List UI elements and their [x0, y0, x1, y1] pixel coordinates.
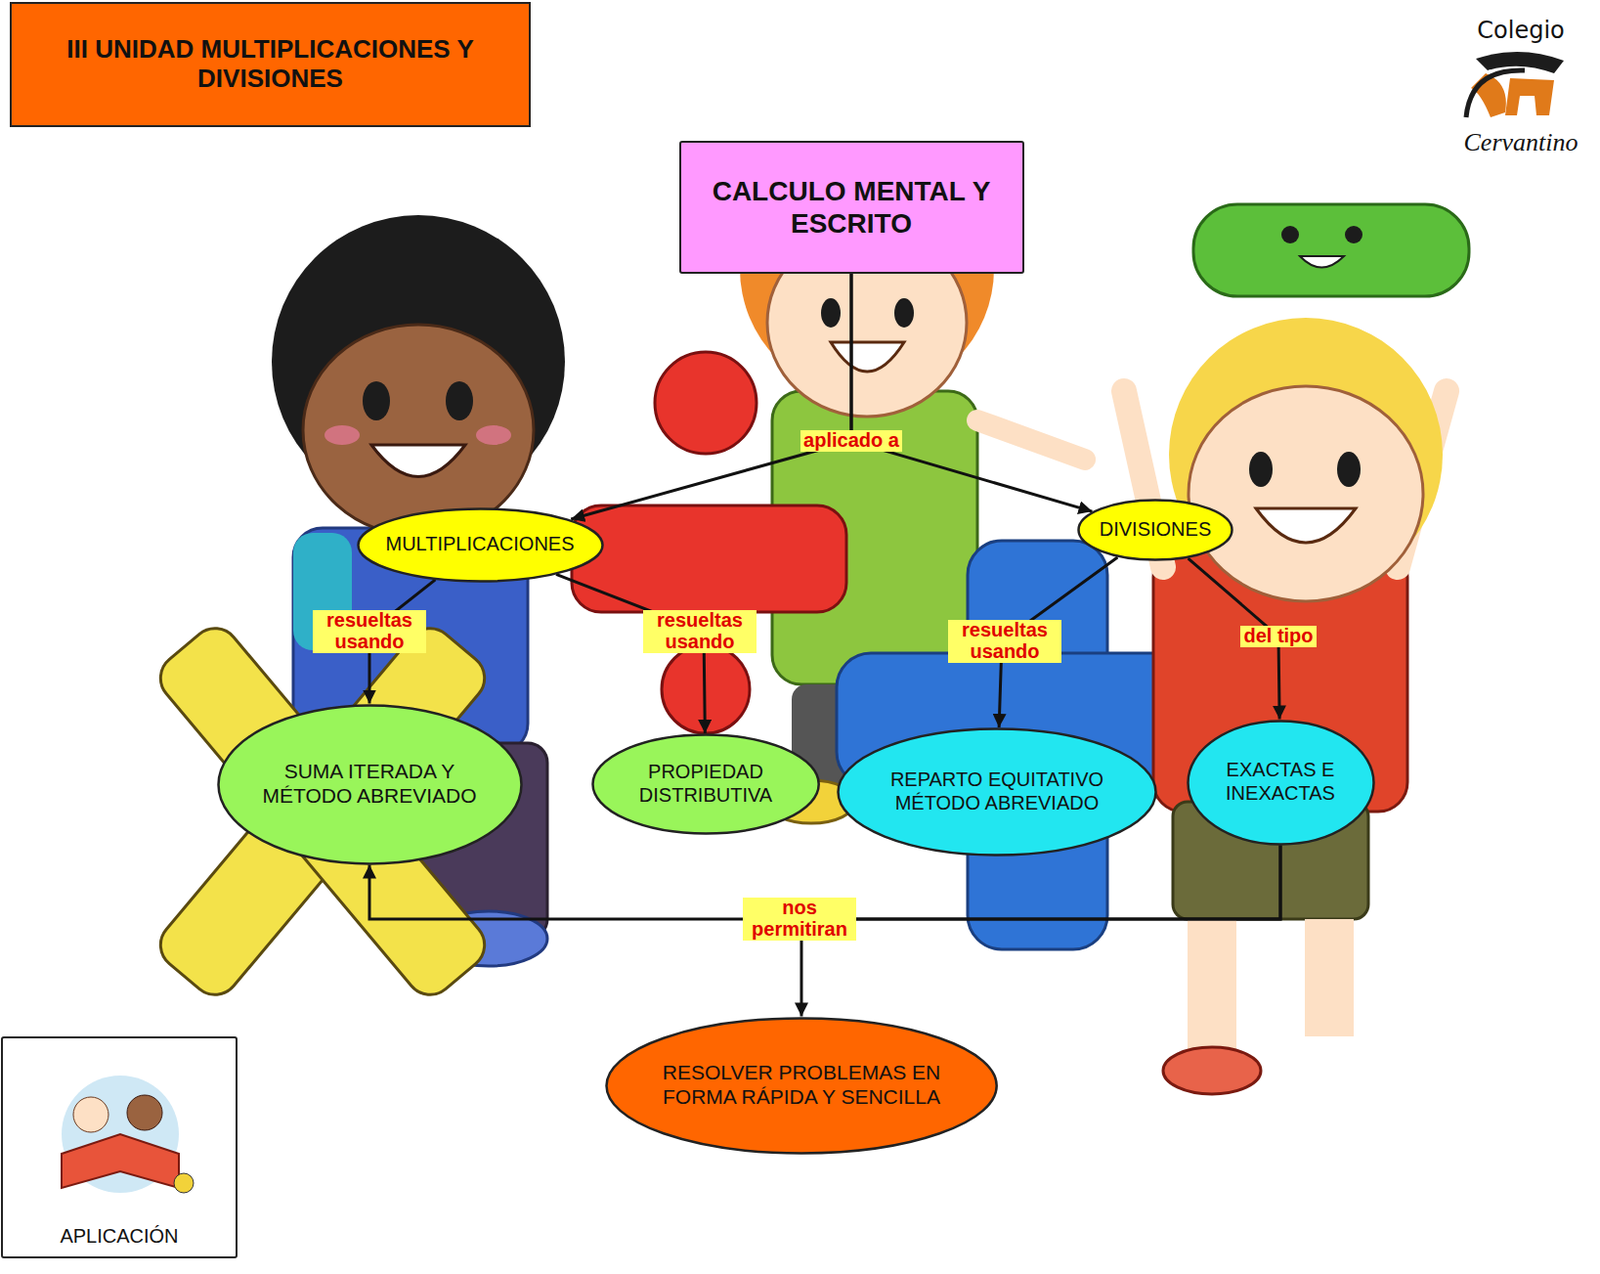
link-phrase: nos permitiran — [742, 897, 857, 940]
node-text-group: CALCULO MENTAL Y ESCRITO — [694, 174, 1008, 240]
left-kid — [475, 425, 512, 445]
link-phrase: resueltas usando — [643, 609, 757, 652]
school-logo — [1466, 51, 1564, 118]
node-text-group: DIVISIONES — [1099, 518, 1211, 542]
node-text-group: EXACTAS E INEXACTAS — [1211, 758, 1349, 805]
connector-arrow — [556, 573, 705, 734]
node-text-group: RESOLVER PROBLEMAS EN FORMA RÁPIDA Y SEN… — [635, 1060, 968, 1110]
node-text-group: APLICACIÓN — [59, 1224, 178, 1249]
minus-sign — [1193, 204, 1470, 297]
concept-box: CALCULO MENTAL Y ESCRITO — [679, 140, 1025, 274]
ellipse-shape — [217, 704, 521, 864]
connector-arrow — [851, 273, 1092, 512]
child-head — [73, 1096, 109, 1132]
left-kid — [302, 324, 534, 536]
reading-illustration — [22, 1065, 218, 1203]
right-kid — [1163, 1046, 1261, 1094]
concept-ellipse: MULTIPLICACIONES — [356, 507, 605, 583]
node-label: DIVISIONES — [1099, 518, 1211, 542]
middle-kid — [821, 298, 841, 328]
concept-ellipse: PROPIEDAD DISTRIBUTIVA — [591, 733, 821, 835]
ellipse-shape — [357, 508, 603, 581]
plus-sign — [836, 540, 1195, 950]
school-logo — [1466, 70, 1525, 118]
node-label: APLICACIÓN — [59, 1224, 178, 1249]
connector-arrow — [801, 845, 1281, 1017]
open-book — [61, 1133, 179, 1188]
ball — [173, 1172, 194, 1193]
node-label: REPARTO EQUITATIVO MÉTODO ABREVIADO — [862, 768, 1131, 815]
ellipse-shape — [592, 735, 819, 834]
minus-sign — [1299, 256, 1344, 268]
middle-kid — [977, 420, 1085, 460]
concept-ellipse: DIVISIONES — [1077, 498, 1234, 562]
node-label: PROPIEDAD DISTRIBUTIVA — [614, 760, 796, 807]
concept-ellipse: EXACTAS E INEXACTAS — [1186, 719, 1376, 846]
division-sign — [571, 351, 847, 734]
middle-kid — [894, 298, 914, 328]
left-kid — [362, 381, 390, 421]
child-head — [127, 1094, 163, 1130]
ellipse-shape — [1187, 720, 1374, 844]
right-kid — [1188, 386, 1424, 602]
link-phrase: resueltas usando — [312, 609, 427, 652]
node-text-group: REPARTO EQUITATIVO MÉTODO ABREVIADO — [862, 768, 1131, 815]
division-sign — [654, 351, 757, 454]
left-kid — [324, 425, 360, 445]
right-kid — [1124, 317, 1447, 1094]
node-text-group: MULTIPLICACIONES — [386, 532, 575, 557]
node-text-group: SUMA ITERADA Y MÉTODO ABREVIADO — [247, 759, 492, 809]
node-label: SUMA ITERADA Y MÉTODO ABREVIADO — [247, 759, 492, 809]
node-label: MULTIPLICACIONES — [386, 532, 575, 557]
ellipse-shape — [837, 729, 1156, 856]
node-label: RESOLVER PROBLEMAS EN FORMA RÁPIDA Y SEN… — [635, 1060, 968, 1110]
link-phrase: del tipo — [1240, 625, 1316, 648]
right-kid — [1249, 451, 1273, 487]
minus-sign — [1344, 225, 1363, 244]
ellipse-shape — [1079, 500, 1233, 561]
link-phrase: resueltas usando — [948, 619, 1062, 662]
node-label: EXACTAS E INEXACTAS — [1211, 758, 1349, 805]
link-phrase: aplicado a — [800, 430, 903, 452]
connector-arrow — [570, 273, 852, 519]
left-kid — [445, 381, 474, 421]
concept-ellipse: RESOLVER PROBLEMAS EN FORMA RÁPIDA Y SEN… — [605, 1016, 998, 1155]
right-kid — [1337, 451, 1361, 487]
logo-text: Colegio — [1476, 16, 1564, 44]
right-kid — [1255, 508, 1356, 543]
node-label: CALCULO MENTAL Y ESCRITO — [694, 174, 1008, 240]
right-kid — [1304, 918, 1354, 1037]
concept-box: APLICACIÓN — [0, 1036, 238, 1258]
title-box: III UNIDAD MULTIPLICACIONES Y DIVISIONES — [9, 1, 531, 128]
unit-title: III UNIDAD MULTIPLICACIONES Y DIVISIONES — [26, 35, 516, 94]
middle-kid — [830, 342, 905, 372]
concept-ellipse: REPARTO EQUITATIVO MÉTODO ABREVIADO — [836, 727, 1158, 857]
node-text-group: PROPIEDAD DISTRIBUTIVA — [614, 760, 796, 807]
concept-ellipse: SUMA ITERADA Y MÉTODO ABREVIADO — [216, 703, 523, 865]
school-logo — [1505, 78, 1555, 116]
illustration-ground — [61, 1075, 179, 1193]
minus-sign — [1281, 225, 1299, 244]
right-kid — [1187, 918, 1237, 1056]
left-kid — [371, 444, 466, 477]
minus-sign — [1193, 204, 1470, 297]
logo-text: Cervantino — [1464, 128, 1579, 158]
ellipse-shape — [605, 1017, 996, 1153]
